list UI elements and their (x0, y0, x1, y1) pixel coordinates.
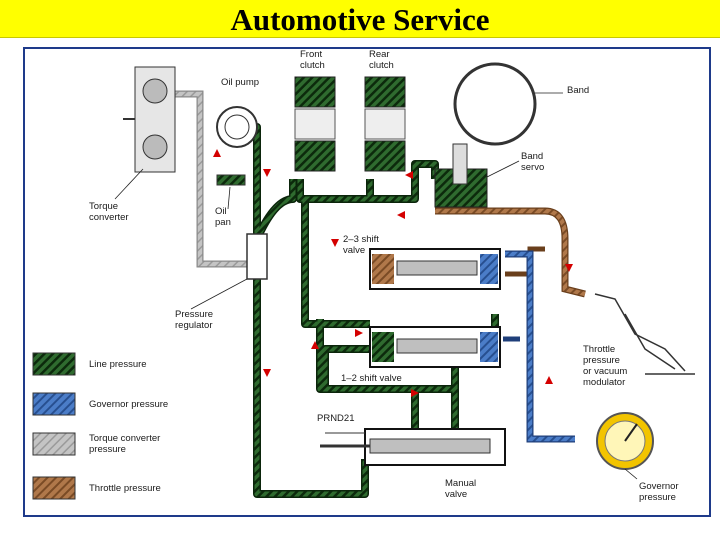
legend-throttle-label: Throttle pressure (89, 483, 161, 494)
line-pressure-hoses (250, 123, 499, 498)
shift-valve-2-3 (369, 248, 501, 290)
manual-valve (320, 428, 506, 466)
legend-swatch-throttle (32, 476, 76, 500)
legend (32, 352, 76, 500)
leader-lines (114, 92, 638, 480)
legend-governor-label: Governor pressure (89, 399, 168, 410)
front-clutch (294, 76, 336, 172)
governor-gauge (596, 412, 654, 470)
page-title: Automotive Service (230, 2, 490, 37)
torque-converter (123, 66, 176, 173)
oil-pump-label: Oil pump (221, 77, 259, 88)
flow-arrows (213, 149, 573, 397)
torque-converter-hose (175, 90, 257, 268)
title-bar: Automotive Service (0, 0, 720, 38)
governor-pressure-hose (503, 250, 575, 443)
shift-valve-1-2 (369, 326, 501, 368)
legend-swatch-torque (32, 432, 76, 456)
shift-12-label: 1–2 shift valve (341, 373, 402, 384)
band-label: Band (567, 85, 589, 96)
pressure-regulator (246, 233, 268, 280)
prnd21-label: PRND21 (317, 413, 355, 424)
rear-clutch (364, 76, 406, 172)
legend-swatch-line (32, 352, 76, 376)
band-and-servo (434, 62, 537, 208)
legend-swatch-governor (32, 392, 76, 416)
oil-pump (216, 106, 258, 186)
throttle-modulator (594, 293, 695, 375)
legend-line-label: Line pressure (89, 359, 147, 370)
